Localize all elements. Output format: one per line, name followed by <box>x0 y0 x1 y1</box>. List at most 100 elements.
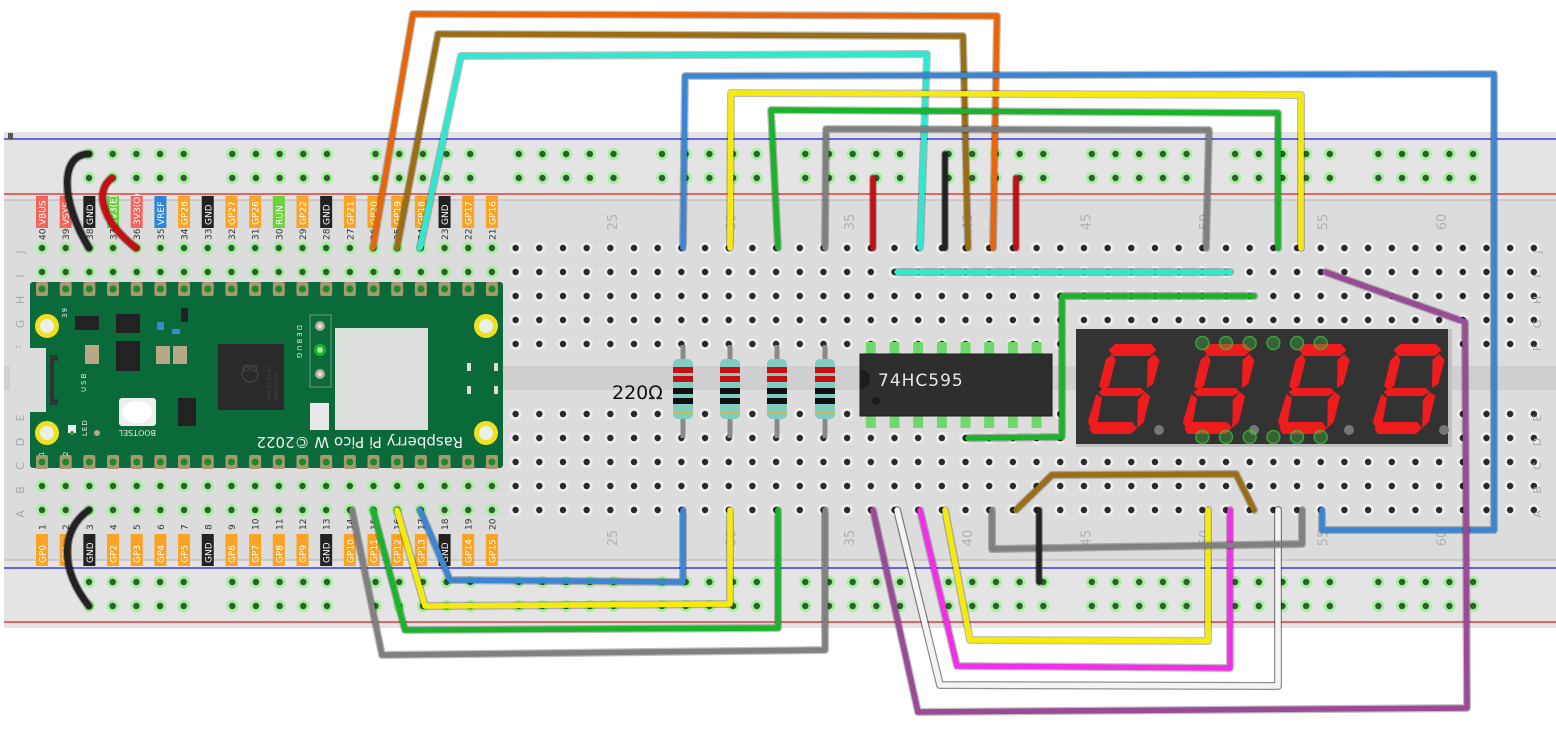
rp2040-chip <box>218 344 284 410</box>
display-segment <box>1146 354 1160 388</box>
pin-number: 33 <box>204 229 214 240</box>
seven-segment-display[interactable] <box>1076 329 1452 447</box>
column-number: 25 <box>606 214 621 231</box>
wire-green-display[interactable] <box>965 293 1257 441</box>
pin-label-badge <box>485 534 498 566</box>
usb-connector[interactable] <box>10 348 46 412</box>
display-segment <box>1384 354 1401 390</box>
display-segment <box>1288 388 1335 396</box>
pin-name: GP12 <box>394 539 404 563</box>
wire-green[interactable] <box>768 107 1281 251</box>
pin-label-badge <box>83 534 96 566</box>
wire-gray[interactable] <box>822 126 1212 251</box>
pin-number: 37 <box>110 229 120 240</box>
wire-blue[interactable] <box>680 71 1497 533</box>
wire-3v3-to-rail[interactable] <box>99 174 140 252</box>
display-pin <box>1313 429 1328 445</box>
wire-gnd-to-rail[interactable] <box>64 150 93 252</box>
display-segment <box>1241 354 1255 388</box>
pin-number: 20 <box>488 518 498 530</box>
corner-marker <box>8 133 13 139</box>
wire-white[interactable] <box>894 507 1281 689</box>
column-number: 35 <box>843 530 858 547</box>
row-letter: I <box>1531 274 1544 277</box>
smd-component <box>310 403 329 430</box>
ic-pin <box>1007 414 1018 428</box>
ic-pin <box>984 342 995 356</box>
resistor-band <box>767 376 787 382</box>
resistor-band <box>673 398 693 404</box>
pin-name: GND <box>86 204 96 225</box>
resistor-band <box>720 367 740 373</box>
wire-gray-lower[interactable] <box>989 507 1305 552</box>
wire-gp13-blue[interactable] <box>417 507 686 585</box>
pin-name: GP15 <box>488 539 498 563</box>
wire-gp12-yellow[interactable] <box>394 507 733 609</box>
wire-gp11-green[interactable] <box>370 507 781 633</box>
ic-pin <box>936 342 947 356</box>
column-number: 25 <box>606 530 621 547</box>
pin-name: GP20 <box>370 201 380 225</box>
pin-label-badge <box>391 534 404 566</box>
display-segment <box>1393 344 1442 356</box>
wire-gp10-gray[interactable] <box>349 507 828 658</box>
pin-name: VREF <box>157 202 167 225</box>
wire-magenta[interactable] <box>917 507 1233 671</box>
resistor-band <box>673 388 693 394</box>
pico-castellated-pads <box>36 282 498 469</box>
pin-number: 13 <box>323 519 333 530</box>
wire-yellow-lower[interactable] <box>942 507 1211 644</box>
capacitor <box>173 346 187 364</box>
pin-number: 28 <box>323 228 333 240</box>
pico-w-board[interactable]: RP2-B2 21/42 PAK107.00 BOOTSEL LED USB 3… <box>10 282 503 469</box>
pin-name: GND <box>323 204 333 225</box>
display-segment <box>1193 388 1240 396</box>
pin-label-badge <box>36 534 48 566</box>
ic-pin <box>984 414 995 428</box>
wire-brown-lower[interactable] <box>1013 471 1257 513</box>
wire-gp18-cyan[interactable] <box>417 51 930 251</box>
wire-purple[interactable] <box>870 269 1470 715</box>
debug-label: DEBUG <box>295 325 303 360</box>
pico-top-pin-labels: VBUS40VSYS39GND383V3(E)373V3(O)36VREF35G… <box>36 193 498 240</box>
display-segment <box>1108 344 1157 356</box>
row-letter: H <box>1531 296 1544 304</box>
pin-number: 19 <box>465 518 475 530</box>
usb-port-icon <box>50 355 58 405</box>
resistor-band <box>815 398 835 404</box>
resistor-band <box>767 367 787 373</box>
display-pin <box>1195 335 1210 351</box>
row-letter: B <box>14 486 27 494</box>
pin-label-badge <box>320 534 333 566</box>
pin-name: GP2 <box>110 545 120 563</box>
smd-led <box>172 329 180 334</box>
pin-label-badge <box>272 534 285 566</box>
pin-name: GP9 <box>299 545 309 563</box>
top-power-rail <box>4 132 1556 200</box>
wire-gp19-brown[interactable] <box>394 31 971 251</box>
pin-name: GP11 <box>370 539 380 563</box>
column-number: 40 <box>961 530 976 547</box>
pin-name: GP27 <box>228 201 238 225</box>
raspberry-logo-icon <box>241 364 259 383</box>
wire-yellow[interactable] <box>727 90 1304 251</box>
column-number: 60 <box>1435 214 1450 231</box>
chip-label: RP2-B2 21/42 <box>267 366 273 400</box>
pin-label-badge <box>343 196 356 228</box>
ic-pin <box>960 342 971 356</box>
pin-label-badge <box>107 534 120 566</box>
pin-label-badge <box>272 196 285 228</box>
row-letter: D <box>14 438 27 446</box>
pin-number: 29 <box>299 228 309 240</box>
smd-component <box>75 316 99 330</box>
jumper-wires <box>62 10 1498 716</box>
pin-label-badge <box>438 196 451 228</box>
pin-label-badge <box>83 196 96 228</box>
column-number: 35 <box>843 214 858 231</box>
row-letter: E <box>14 414 27 421</box>
pin-number: 31 <box>252 229 262 240</box>
74hc595-chip[interactable]: 74HC595 <box>859 342 1053 428</box>
wire-gnd-to-bottom-rail[interactable] <box>64 506 93 610</box>
ic-pin <box>889 414 900 428</box>
pin-number: 23 <box>441 229 451 240</box>
